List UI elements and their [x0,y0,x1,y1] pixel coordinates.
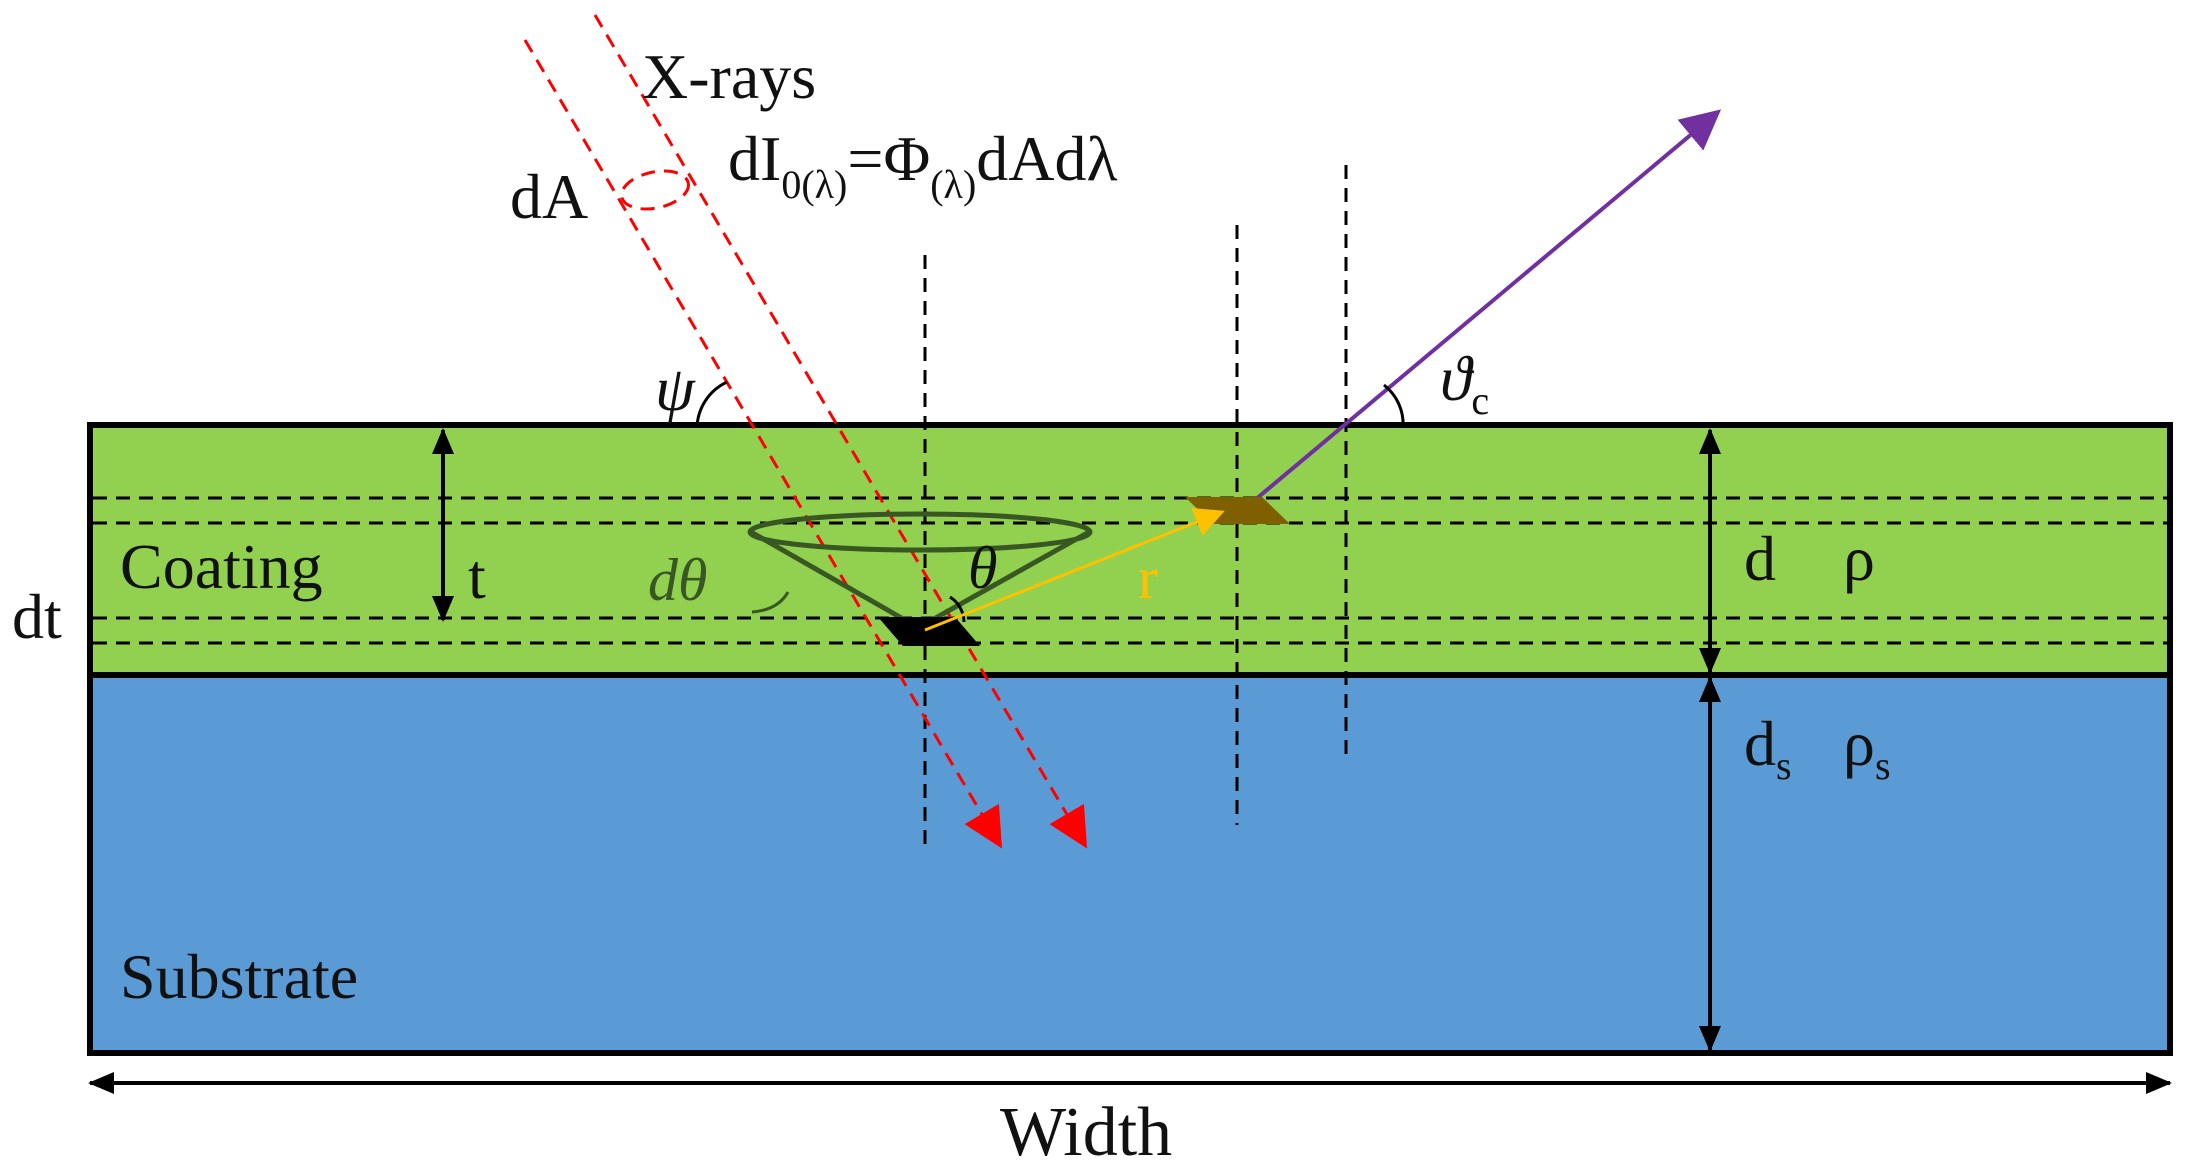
rho-s-label: ρs [1843,708,1891,788]
coating-label: Coating [120,531,323,602]
intensity-formula: dI0(λ)=Φ(λ)dAdλ [728,123,1118,207]
d-theta-arc-arrow [751,591,790,614]
theta-angle-arc [949,595,966,623]
da-area-ellipse [620,169,690,211]
theta-c-angle-arc [1383,383,1405,429]
d-label: d [1744,523,1776,594]
psi-angle-arc [695,380,728,429]
fluorescence-arrow [1235,109,1722,517]
vertical-reference-lines [923,165,1348,850]
da-label: dA [510,161,588,232]
emission-volume-element [878,617,980,646]
t-label: t [468,541,486,612]
incident-xray-beams [523,14,1088,849]
substrate-label: Substrate [120,941,358,1012]
theta-c-label: ϑc [1440,343,1489,423]
ds-label: ds [1744,708,1792,788]
r-label: r [1138,545,1158,611]
dt-label: dt [12,581,62,652]
psi-label: ψ [655,353,696,424]
width-label: Width [1000,1094,1172,1171]
substrate-layer [87,672,2173,1056]
r-vector-arrow [924,508,1225,632]
xray-beam-left [523,39,1003,849]
theta-label: θ [968,535,997,601]
rho-label: ρ [1843,523,1875,594]
d-theta-label: dθ [648,547,707,613]
xrays-label: X-rays [642,41,816,112]
